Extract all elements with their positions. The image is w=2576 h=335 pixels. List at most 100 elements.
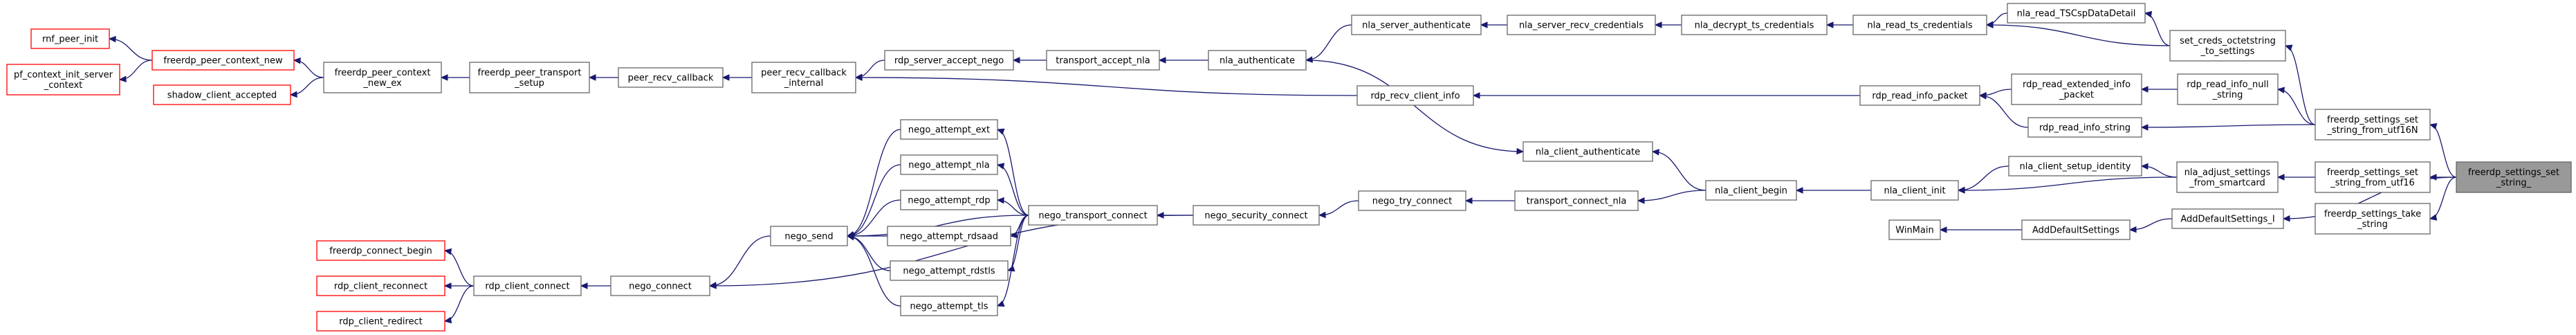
node-box[interactable]: [2007, 3, 2146, 24]
node-rdp_read_extended_info_packet[interactable]: rdp_read_extended_info_packet: [2011, 73, 2142, 105]
node-box[interactable]: [1514, 190, 1639, 211]
node-box[interactable]: [610, 275, 710, 296]
node-rdp_client_reconnect[interactable]: rdp_client_reconnect: [316, 275, 445, 296]
node-box[interactable]: [469, 62, 590, 93]
node-box[interactable]: [1852, 15, 1987, 35]
node-nla_adjust_settings_from_smartcard[interactable]: nla_adjust_settings_from_smartcard: [2176, 161, 2279, 193]
node-box[interactable]: [2169, 30, 2286, 62]
node-rdp_server_accept_nego[interactable]: rdp_server_accept_nego: [884, 50, 1014, 71]
node-nego_attempt_ext[interactable]: nego_attempt_ext: [900, 119, 998, 140]
node-box[interactable]: [900, 154, 998, 175]
node-nla_server_authenticate[interactable]: nla_server_authenticate: [1351, 15, 1482, 35]
node-nla_server_recv_credentials[interactable]: nla_server_recv_credentials: [1507, 15, 1656, 35]
node-box[interactable]: [2315, 203, 2431, 235]
node-nego_security_connect[interactable]: nego_security_connect: [1193, 205, 1320, 226]
node-AddDefaultSettings[interactable]: AddDefaultSettings: [2021, 219, 2131, 240]
node-nla_read_TSCspDataDetail[interactable]: nla_read_TSCspDataDetail: [2007, 3, 2146, 24]
node-box[interactable]: [1705, 180, 1797, 201]
node-set_creds_octetstring[interactable]: set_creds_octetstring_to_settings: [2169, 30, 2286, 62]
node-box[interactable]: [1870, 180, 1959, 201]
node-box[interactable]: [2027, 117, 2142, 138]
node-box[interactable]: [2315, 109, 2431, 141]
node-box[interactable]: [1507, 15, 1656, 35]
node-rdp_read_info_packet[interactable]: rdp_read_info_packet: [1859, 85, 1980, 106]
node-box[interactable]: [1522, 141, 1653, 162]
node-freerdp_settings_set_string_[interactable]: freerdp_settings_set_string_: [2456, 161, 2572, 193]
node-box[interactable]: [770, 226, 848, 246]
node-box[interactable]: [1046, 50, 1160, 71]
node-box[interactable]: [6, 64, 120, 96]
node-box[interactable]: [1351, 15, 1482, 35]
node-nla_decrypt_ts_credentials[interactable]: nla_decrypt_ts_credentials: [1681, 15, 1828, 35]
node-box[interactable]: [2176, 161, 2279, 193]
node-pf_context_init[interactable]: pf_context_init_server_context: [6, 64, 120, 96]
node-box[interactable]: [900, 296, 998, 316]
node-AddDefaultSettings_I[interactable]: AddDefaultSettings_I: [2171, 208, 2284, 229]
node-rdp_read_info_string[interactable]: rdp_read_info_string: [2027, 117, 2142, 138]
node-box[interactable]: [887, 226, 1011, 246]
node-box[interactable]: [2008, 156, 2142, 176]
node-box[interactable]: [618, 67, 724, 88]
node-freerdp_settings_take_string[interactable]: freerdp_settings_take_string: [2315, 203, 2431, 235]
node-rdp_recv_client_info[interactable]: rdp_recv_client_info: [1356, 85, 1474, 106]
node-box[interactable]: [323, 62, 442, 93]
node-box[interactable]: [30, 28, 110, 49]
node-box[interactable]: [316, 275, 445, 296]
node-WinMain[interactable]: WinMain: [1888, 219, 1941, 240]
node-box[interactable]: [2171, 208, 2284, 229]
node-freerdp_settings_set_string_from_utf16[interactable]: freerdp_settings_set_string_from_utf16: [2315, 161, 2431, 193]
node-box[interactable]: [2011, 73, 2142, 105]
node-box[interactable]: [890, 260, 1009, 281]
node-nego_connect[interactable]: nego_connect: [610, 275, 710, 296]
node-nego_send[interactable]: nego_send: [770, 226, 848, 246]
node-nla_read_ts_credentials[interactable]: nla_read_ts_credentials: [1852, 15, 1987, 35]
node-box[interactable]: [1193, 205, 1320, 226]
node-peer_recv_callback_internal[interactable]: peer_recv_callback_internal: [751, 62, 856, 93]
node-nego_attempt_rdstls[interactable]: nego_attempt_rdstls: [890, 260, 1009, 281]
node-box[interactable]: [1859, 85, 1980, 106]
node-nego_try_connect[interactable]: nego_try_connect: [1358, 190, 1466, 211]
node-box[interactable]: [1358, 190, 1466, 211]
node-freerdp_peer_transport_setup[interactable]: freerdp_peer_transport_setup: [469, 62, 590, 93]
node-nego_attempt_rdp[interactable]: nego_attempt_rdp: [900, 190, 998, 210]
node-peer_recv_callback[interactable]: peer_recv_callback: [618, 67, 724, 88]
node-nego_transport_connect[interactable]: nego_transport_connect: [1028, 205, 1158, 226]
node-box[interactable]: [884, 50, 1014, 71]
node-nego_attempt_rdsaad[interactable]: nego_attempt_rdsaad: [887, 226, 1011, 246]
node-box[interactable]: [1681, 15, 1828, 35]
node-box[interactable]: [151, 50, 295, 71]
node-nla_client_setup_identity[interactable]: nla_client_setup_identity: [2008, 156, 2142, 176]
node-rnf_peer_init[interactable]: rnf_peer_init: [30, 28, 110, 49]
node-box[interactable]: [2315, 161, 2431, 193]
node-box[interactable]: [1028, 205, 1158, 226]
node-freerdp_connect_begin[interactable]: freerdp_connect_begin: [316, 240, 445, 261]
node-nla_client_init[interactable]: nla_client_init: [1870, 180, 1959, 201]
node-shadow_client_accepted[interactable]: shadow_client_accepted: [153, 84, 291, 105]
node-box[interactable]: [2021, 219, 2131, 240]
node-box[interactable]: [751, 62, 856, 93]
node-box[interactable]: [316, 311, 445, 332]
node-box[interactable]: [900, 190, 998, 210]
node-rdp_client_redirect[interactable]: rdp_client_redirect: [316, 311, 445, 332]
node-nla_client_authenticate[interactable]: nla_client_authenticate: [1522, 141, 1653, 162]
node-box[interactable]: [900, 119, 998, 140]
node-box[interactable]: [2456, 161, 2572, 193]
node-transport_accept_nla[interactable]: transport_accept_nla: [1046, 50, 1160, 71]
node-nla_authenticate[interactable]: nla_authenticate: [1208, 50, 1307, 71]
node-box[interactable]: [316, 240, 445, 261]
node-box[interactable]: [1888, 219, 1941, 240]
node-freerdp_peer_context_new[interactable]: freerdp_peer_context_new: [151, 50, 295, 71]
node-box[interactable]: [153, 84, 291, 105]
node-box[interactable]: [2177, 73, 2279, 105]
node-nego_attempt_tls[interactable]: nego_attempt_tls: [900, 296, 998, 316]
node-rdp_read_info_null_string[interactable]: rdp_read_info_null_string: [2177, 73, 2279, 105]
node-box[interactable]: [1208, 50, 1307, 71]
node-freerdp_peer_context_new_ex[interactable]: freerdp_peer_context_new_ex: [323, 62, 442, 93]
node-freerdp_settings_set_string_from_utf16N[interactable]: freerdp_settings_set_string_from_utf16N: [2315, 109, 2431, 141]
node-box[interactable]: [473, 275, 582, 296]
node-transport_connect_nla[interactable]: transport_connect_nla: [1514, 190, 1639, 211]
node-nego_attempt_nla[interactable]: nego_attempt_nla: [900, 154, 998, 175]
node-rdp_client_connect[interactable]: rdp_client_connect: [473, 275, 582, 296]
node-nla_client_begin[interactable]: nla_client_begin: [1705, 180, 1797, 201]
node-box[interactable]: [1356, 85, 1474, 106]
